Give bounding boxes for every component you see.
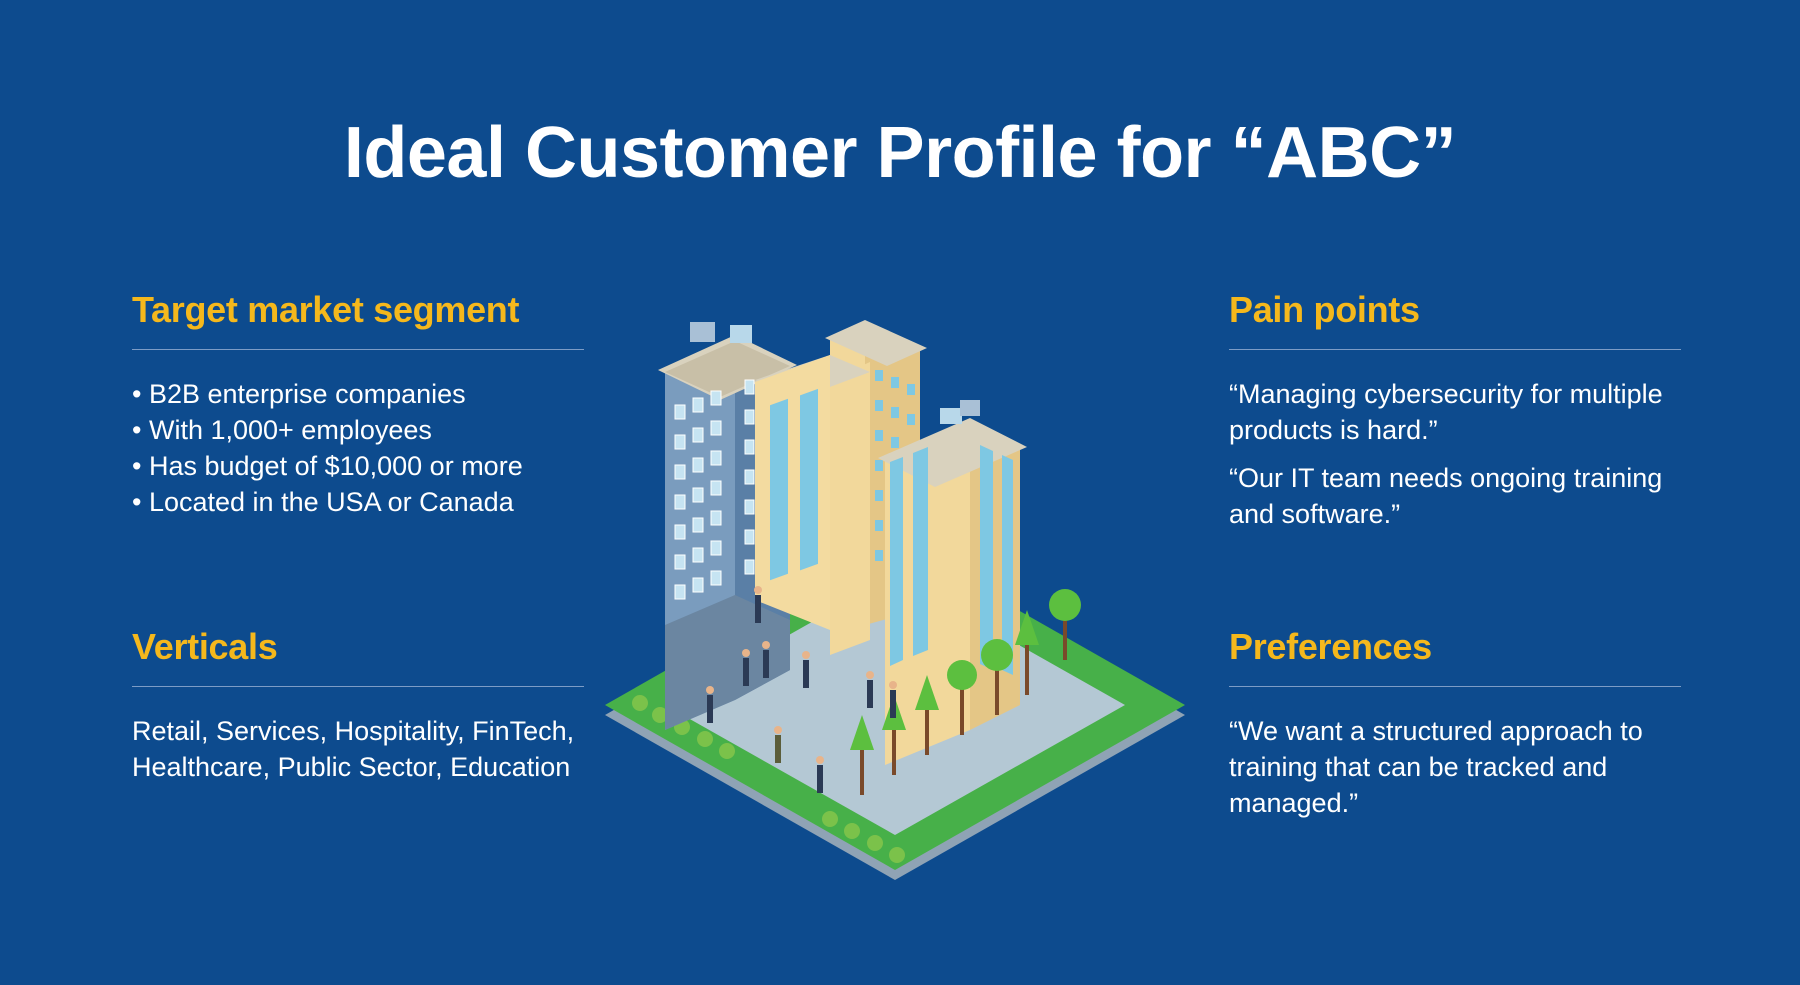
- list-item: With 1,000+ employees: [132, 412, 584, 448]
- list-item: Located in the USA or Canada: [132, 484, 584, 520]
- pain-points-heading: Pain points: [1229, 289, 1681, 350]
- target-market-list: B2B enterprise companies With 1,000+ emp…: [132, 376, 584, 520]
- preferences-heading: Preferences: [1229, 626, 1681, 687]
- page-title: Ideal Customer Profile for “ABC”: [343, 113, 1457, 193]
- pain-points-section: Pain points “Managing cybersecurity for …: [1229, 289, 1681, 544]
- preferences-quote: “We want a structured approach to traini…: [1229, 716, 1643, 818]
- target-market-section: Target market segment B2B enterprise com…: [132, 289, 584, 520]
- verticals-heading: Verticals: [132, 626, 584, 687]
- people-icon: [706, 586, 897, 793]
- verticals-section: Verticals Retail, Services, Hospitality,…: [132, 626, 584, 785]
- beige-building-icon: [755, 355, 870, 655]
- isometric-office-buildings-illustration: [605, 320, 1185, 880]
- preferences-section: Preferences “We want a structured approa…: [1229, 626, 1681, 833]
- pain-point-quote: “Managing cybersecurity for multiple pro…: [1229, 379, 1663, 445]
- list-item: B2B enterprise companies: [132, 376, 584, 412]
- verticals-text: Retail, Services, Hospitality, FinTech, …: [132, 716, 575, 782]
- list-item: Has budget of $10,000 or more: [132, 448, 584, 484]
- tree-icon: [850, 589, 1081, 795]
- target-market-heading: Target market segment: [132, 289, 584, 350]
- beige-building-icon: [878, 400, 1027, 765]
- pain-point-quote: “Our IT team needs ongoing training and …: [1229, 463, 1663, 529]
